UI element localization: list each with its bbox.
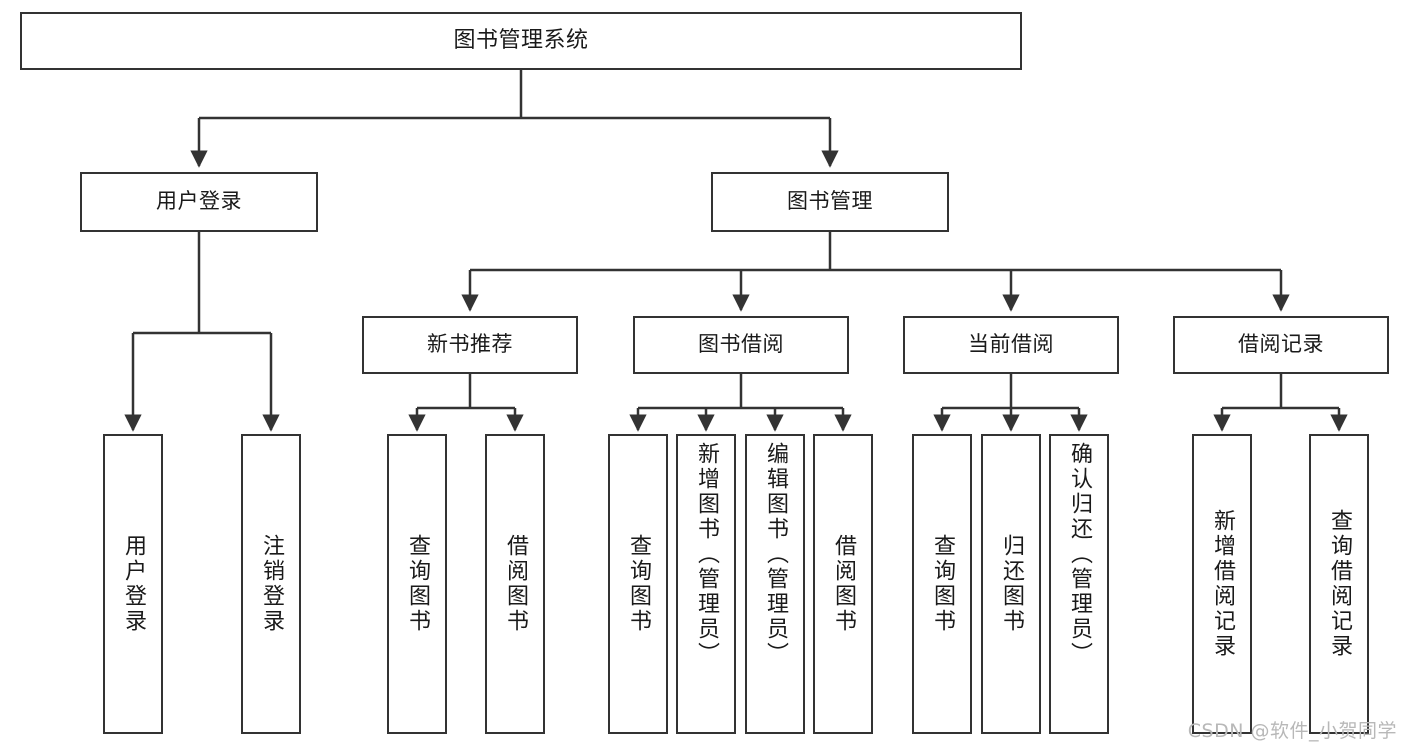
node-leaf-confirm-return-label: 确认归还（管理员）: [1067, 442, 1092, 667]
node-root[interactable]: 图书管理系统: [20, 12, 1022, 70]
node-leaf-query-book-3-label: 查询图书: [930, 534, 955, 634]
node-leaf-borrow-book-1-label: 借阅图书: [503, 534, 528, 634]
node-borrow-record-label: 借阅记录: [1238, 332, 1324, 357]
node-book-borrow[interactable]: 图书借阅: [633, 316, 849, 374]
node-leaf-query-record[interactable]: 查询借阅记录: [1309, 434, 1369, 734]
node-current-borrow-label: 当前借阅: [968, 332, 1054, 357]
node-leaf-borrow-book-2[interactable]: 借阅图书: [813, 434, 873, 734]
node-leaf-logout-login[interactable]: 注销登录: [241, 434, 301, 734]
node-leaf-user-login-label: 用户登录: [121, 534, 146, 634]
node-leaf-logout-login-label: 注销登录: [259, 534, 284, 634]
node-new-book-recommend-label: 新书推荐: [427, 332, 513, 357]
node-leaf-add-record[interactable]: 新增借阅记录: [1192, 434, 1252, 734]
node-leaf-add-record-label: 新增借阅记录: [1210, 509, 1235, 659]
node-leaf-confirm-return[interactable]: 确认归还（管理员）: [1049, 434, 1109, 734]
node-leaf-query-record-label: 查询借阅记录: [1327, 509, 1352, 659]
node-leaf-edit-book-label: 编辑图书（管理员）: [763, 442, 788, 667]
node-leaf-query-book-1[interactable]: 查询图书: [387, 434, 447, 734]
csdn-watermark: CSDN @软件_小贺同学: [1187, 720, 1397, 742]
node-user-login-label: 用户登录: [156, 189, 242, 214]
node-book-borrow-label: 图书借阅: [698, 332, 784, 357]
node-leaf-return-book[interactable]: 归还图书: [981, 434, 1041, 734]
node-root-label: 图书管理系统: [453, 27, 589, 53]
node-current-borrow[interactable]: 当前借阅: [903, 316, 1119, 374]
node-new-book-recommend[interactable]: 新书推荐: [362, 316, 578, 374]
node-leaf-user-login[interactable]: 用户登录: [103, 434, 163, 734]
node-leaf-query-book-1-label: 查询图书: [405, 534, 430, 634]
node-book-management[interactable]: 图书管理: [711, 172, 949, 232]
node-leaf-query-book-2[interactable]: 查询图书: [608, 434, 668, 734]
node-leaf-add-book-label: 新增图书（管理员）: [694, 442, 719, 667]
node-leaf-edit-book[interactable]: 编辑图书（管理员）: [745, 434, 805, 734]
node-user-login[interactable]: 用户登录: [80, 172, 318, 232]
node-leaf-borrow-book-1[interactable]: 借阅图书: [485, 434, 545, 734]
node-leaf-return-book-label: 归还图书: [999, 534, 1024, 634]
node-leaf-query-book-2-label: 查询图书: [626, 534, 651, 634]
node-borrow-record[interactable]: 借阅记录: [1173, 316, 1389, 374]
node-leaf-borrow-book-2-label: 借阅图书: [831, 534, 856, 634]
node-book-management-label: 图书管理: [787, 189, 873, 214]
node-leaf-query-book-3[interactable]: 查询图书: [912, 434, 972, 734]
node-leaf-add-book[interactable]: 新增图书（管理员）: [676, 434, 736, 734]
